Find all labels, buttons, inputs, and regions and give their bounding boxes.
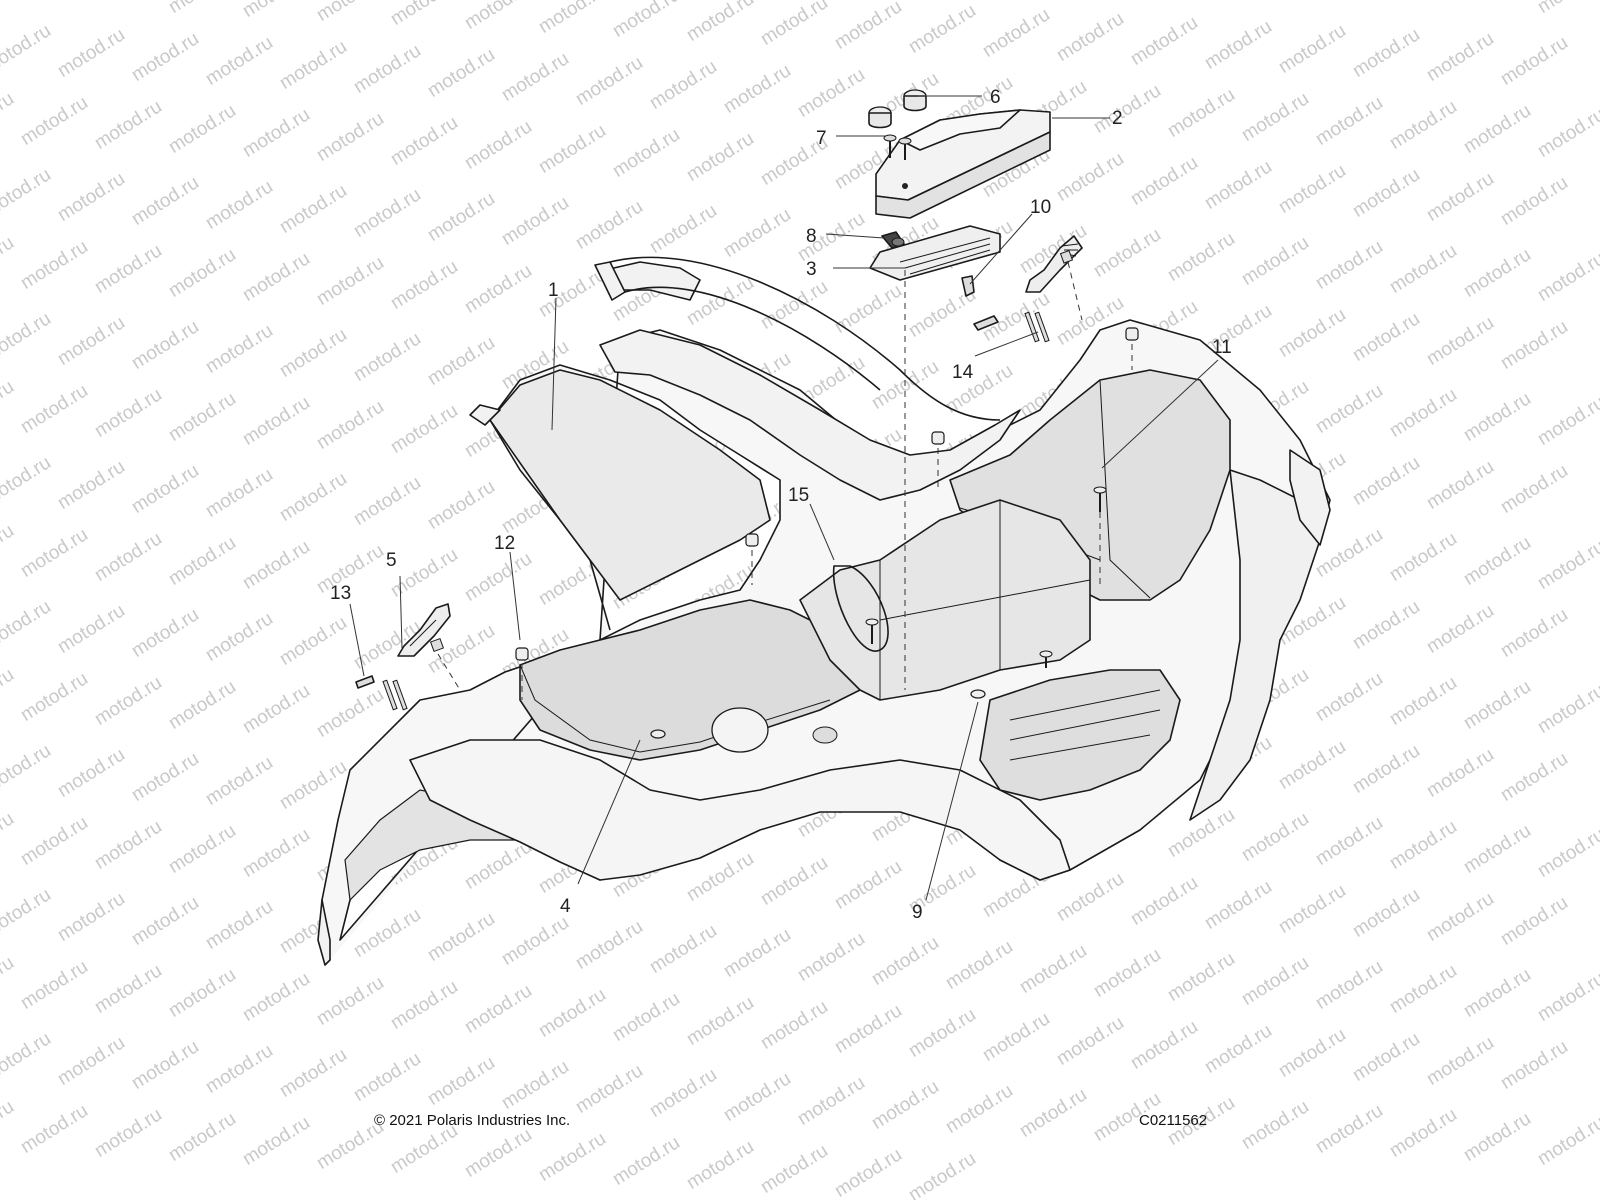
callout-11: 11	[1212, 337, 1232, 358]
screw-part-7	[883, 134, 912, 160]
rubber-bumper-part-6	[868, 89, 927, 129]
callout-15: 15	[788, 485, 809, 506]
callout-13: 13	[330, 583, 351, 604]
clip-part-10	[961, 275, 975, 297]
assembly-lines	[437, 261, 1133, 700]
callout-14: 14	[952, 362, 974, 383]
callout-labels: 1 2 3 4 5 6 7 8 9 10 11 12 13 14 15	[330, 87, 1232, 923]
callout-4: 4	[560, 896, 571, 917]
pin-part-13	[355, 675, 408, 711]
callout-2: 2	[1112, 108, 1123, 129]
handle-part-5	[397, 603, 451, 657]
callout-1: 1	[548, 280, 559, 301]
callout-10: 10	[1030, 197, 1051, 218]
drawing-id: C0211562	[1139, 1112, 1208, 1129]
fasteners	[515, 327, 1139, 739]
callout-8: 8	[806, 226, 817, 247]
cable-part-15	[832, 565, 889, 652]
latch-part-8	[881, 231, 905, 249]
callout-7: 7	[816, 128, 827, 149]
callout-9: 9	[912, 902, 923, 923]
callout-3: 3	[806, 259, 817, 280]
leader-lines	[349, 95, 1219, 901]
front-body-panel	[317, 256, 1331, 966]
copyright-text: © 2021 Polaris Industries Inc.	[374, 1112, 571, 1129]
pin-part-14	[973, 311, 1050, 343]
callout-5: 5	[386, 550, 397, 571]
handle-right	[1025, 235, 1083, 293]
storage-lid-part-3	[869, 225, 1001, 281]
callout-12: 12	[494, 533, 515, 554]
bracket-part-2	[875, 109, 1051, 219]
callout-6: 6	[990, 87, 1001, 108]
